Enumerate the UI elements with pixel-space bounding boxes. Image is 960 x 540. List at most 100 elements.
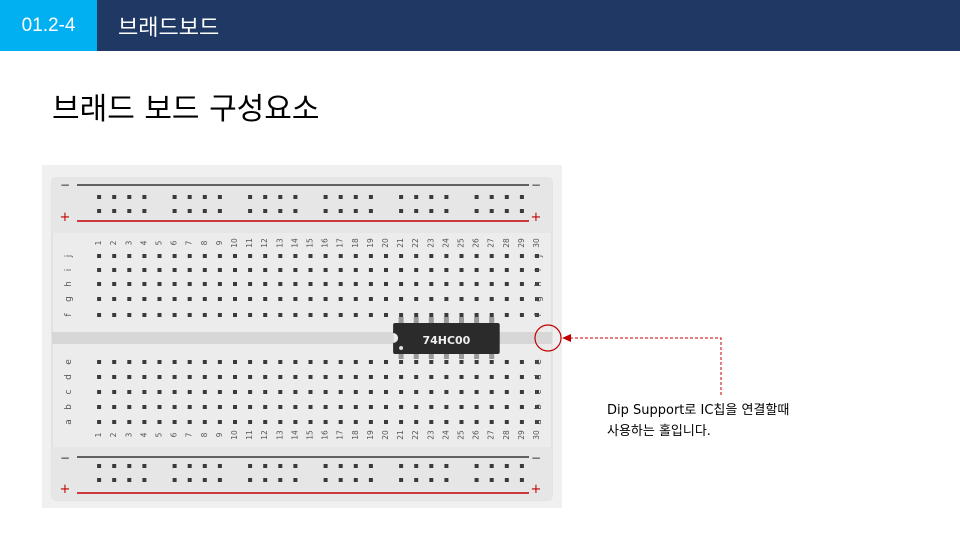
terminal-hole bbox=[474, 420, 479, 424]
terminal-hole bbox=[142, 297, 147, 301]
rail-hole bbox=[414, 195, 419, 199]
terminal-hole bbox=[444, 360, 449, 364]
row-letter-label: h bbox=[534, 281, 544, 287]
terminal-hole bbox=[535, 420, 539, 424]
terminal-hole bbox=[353, 282, 358, 286]
rail-hole bbox=[338, 209, 343, 213]
annotation-leader-line bbox=[570, 337, 722, 395]
rail-hole bbox=[142, 464, 147, 468]
terminal-hole bbox=[97, 375, 102, 379]
rail-hole bbox=[474, 464, 479, 468]
terminal-hole bbox=[97, 268, 102, 272]
terminal-hole bbox=[368, 420, 373, 424]
rail-hole bbox=[399, 464, 404, 468]
terminal-hole bbox=[112, 268, 117, 272]
terminal-hole bbox=[338, 297, 343, 301]
annotation-arrowhead bbox=[562, 334, 571, 342]
terminal-hole bbox=[217, 268, 222, 272]
terminal-hole bbox=[112, 282, 117, 286]
column-number-label: 26 bbox=[472, 238, 481, 248]
terminal-hole bbox=[233, 268, 237, 272]
rail-hole bbox=[187, 195, 192, 199]
terminal-hole bbox=[112, 390, 117, 394]
terminal-hole bbox=[127, 297, 132, 301]
terminal-hole bbox=[248, 405, 253, 409]
column-number-label: 2 bbox=[109, 240, 118, 245]
terminal-hole bbox=[519, 282, 524, 286]
terminal-hole bbox=[142, 360, 147, 364]
terminal-hole bbox=[519, 268, 524, 272]
rail-hole bbox=[278, 478, 283, 482]
terminal-hole bbox=[459, 390, 464, 394]
rail-hole bbox=[338, 195, 343, 199]
terminal-hole bbox=[338, 268, 343, 272]
rail-hole bbox=[263, 209, 268, 213]
column-number-label: 20 bbox=[381, 238, 390, 248]
rail-hole bbox=[142, 209, 147, 213]
rail-hole bbox=[202, 195, 207, 199]
terminal-hole bbox=[293, 254, 298, 258]
column-number-label: 18 bbox=[351, 430, 360, 440]
terminal-hole bbox=[278, 297, 283, 301]
terminal-hole bbox=[233, 420, 237, 424]
terminal-hole bbox=[429, 360, 434, 364]
terminal-hole bbox=[519, 360, 524, 364]
column-number-label: 9 bbox=[215, 240, 224, 245]
terminal-hole bbox=[384, 390, 388, 394]
terminal-hole bbox=[414, 282, 419, 286]
row-letter-label: e bbox=[64, 359, 74, 365]
terminal-hole bbox=[157, 420, 162, 424]
rail-hole bbox=[474, 195, 479, 199]
terminal-hole bbox=[233, 282, 237, 286]
terminal-hole bbox=[384, 254, 388, 258]
rail-hole bbox=[323, 464, 328, 468]
terminal-hole bbox=[308, 375, 313, 379]
terminal-hole bbox=[429, 268, 434, 272]
terminal-hole bbox=[202, 313, 207, 317]
terminal-hole bbox=[459, 297, 464, 301]
rail-hole bbox=[172, 478, 177, 482]
terminal-hole bbox=[127, 360, 132, 364]
terminal-hole bbox=[384, 375, 388, 379]
terminal-hole bbox=[429, 313, 434, 317]
terminal-hole bbox=[489, 282, 494, 286]
rail-hole bbox=[429, 209, 434, 213]
rail-plus-label: + bbox=[531, 482, 542, 497]
terminal-hole bbox=[308, 268, 313, 272]
terminal-hole bbox=[157, 375, 162, 379]
terminal-hole bbox=[399, 313, 404, 317]
terminal-hole bbox=[248, 313, 253, 317]
column-number-label: 14 bbox=[290, 430, 299, 440]
terminal-hole bbox=[535, 268, 539, 272]
column-number-label: 4 bbox=[139, 240, 148, 245]
terminal-hole bbox=[278, 360, 283, 364]
rail-hole bbox=[97, 478, 102, 482]
chip-pin bbox=[459, 352, 464, 359]
column-number-label: 15 bbox=[306, 238, 315, 248]
terminal-hole bbox=[429, 375, 434, 379]
terminal-hole bbox=[112, 420, 117, 424]
terminal-hole bbox=[217, 297, 222, 301]
terminal-hole bbox=[474, 390, 479, 394]
column-number-label: 20 bbox=[381, 430, 390, 440]
column-number-label: 7 bbox=[185, 432, 194, 437]
column-number-label: 25 bbox=[457, 430, 466, 440]
terminal-hole bbox=[263, 282, 268, 286]
rail-hole bbox=[444, 209, 449, 213]
row-letter-label: e bbox=[534, 359, 544, 365]
rail-hole bbox=[519, 195, 524, 199]
terminal-hole bbox=[187, 420, 192, 424]
rail-hole bbox=[142, 195, 147, 199]
rail-hole bbox=[187, 209, 192, 213]
rail-hole bbox=[278, 195, 283, 199]
terminal-hole bbox=[384, 282, 388, 286]
terminal-hole bbox=[504, 420, 509, 424]
terminal-hole bbox=[293, 268, 298, 272]
terminal-hole bbox=[504, 297, 509, 301]
rail-hole bbox=[248, 464, 253, 468]
rail-hole bbox=[353, 209, 358, 213]
column-number-label: 5 bbox=[155, 432, 164, 437]
terminal-hole bbox=[112, 360, 117, 364]
terminal-hole bbox=[489, 375, 494, 379]
